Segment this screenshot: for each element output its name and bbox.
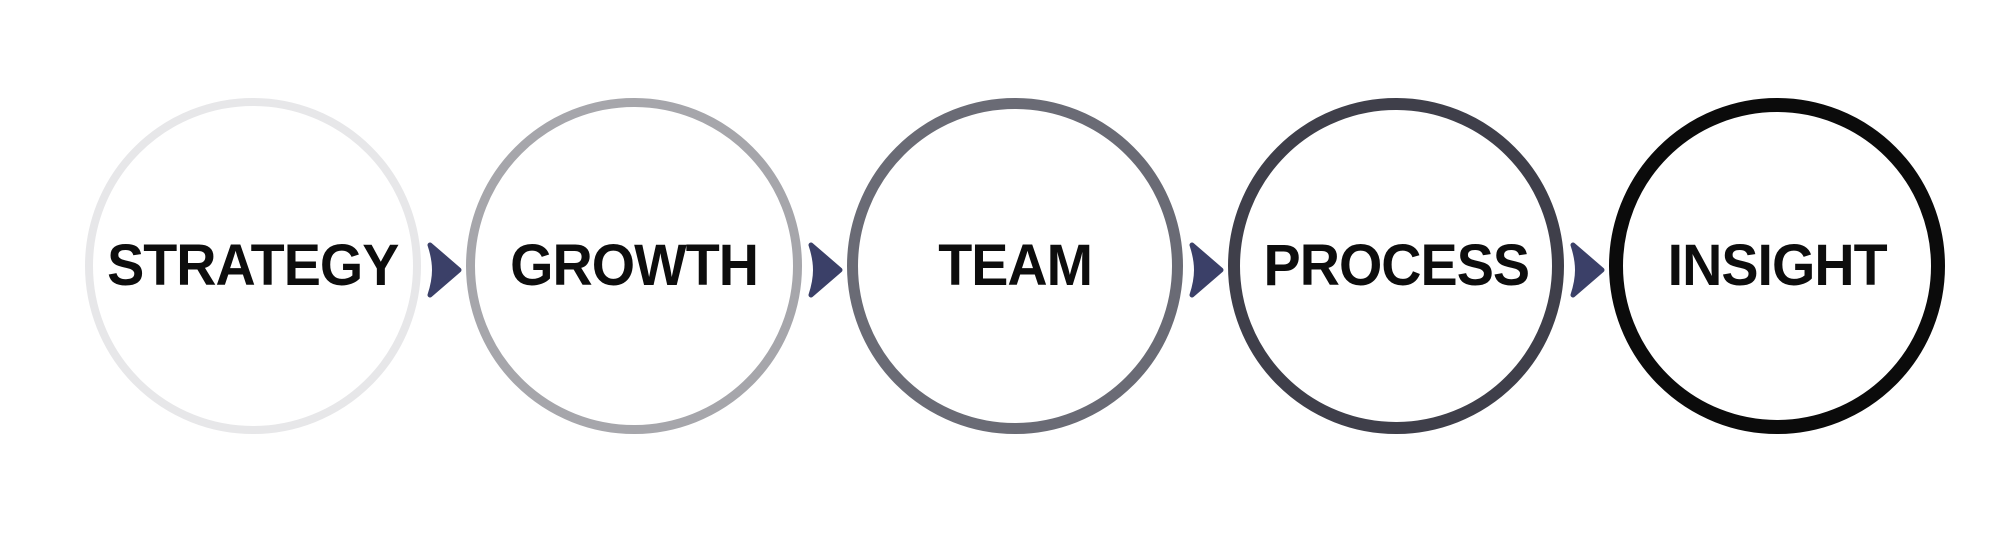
- step-label-insight: INSIGHT: [1667, 233, 1887, 298]
- flow-arrow-icon: [421, 233, 466, 299]
- flow-arrow-icon: [802, 233, 847, 299]
- step-label-strategy: STRATEGY: [107, 233, 399, 298]
- step-circle-insight: INSIGHT: [1609, 98, 1945, 434]
- step-label-growth: GROWTH: [510, 233, 759, 298]
- step-circle-growth: GROWTH: [466, 98, 802, 434]
- process-flow-diagram: STRATEGY GROWTH TEAM PROCESS INSIGHT: [85, 98, 1945, 434]
- flow-arrow-icon: [1564, 233, 1609, 299]
- step-circle-strategy: STRATEGY: [85, 98, 421, 434]
- step-label-process: PROCESS: [1263, 233, 1530, 298]
- flow-arrow-icon: [1183, 233, 1228, 299]
- step-label-team: TEAM: [938, 233, 1093, 298]
- step-circle-process: PROCESS: [1228, 98, 1564, 434]
- step-circle-team: TEAM: [847, 98, 1183, 434]
